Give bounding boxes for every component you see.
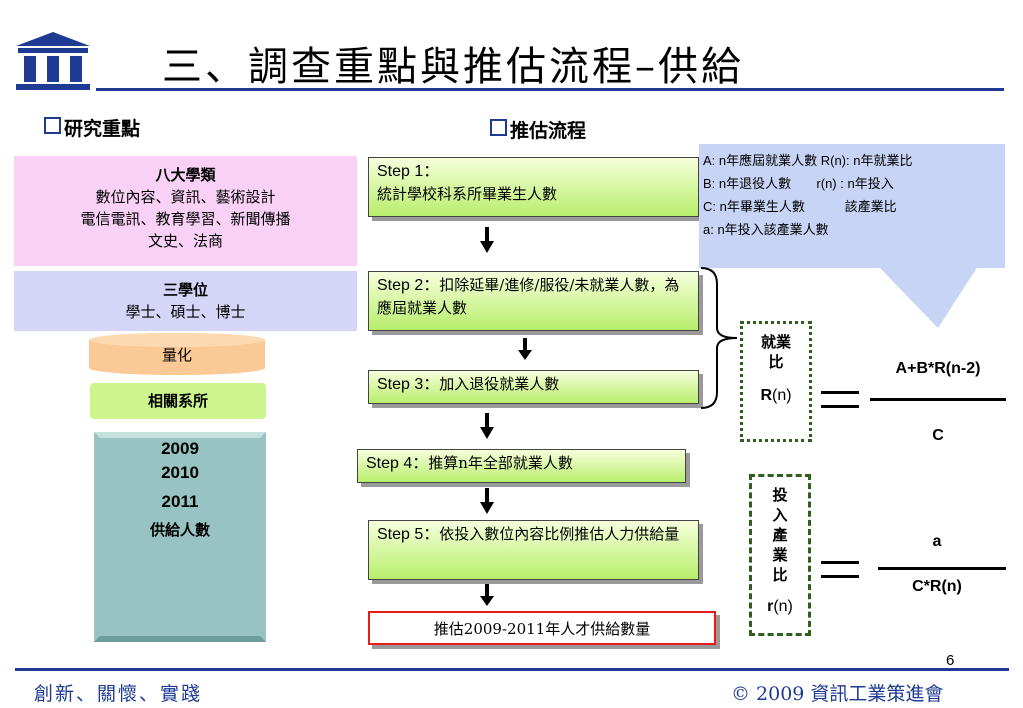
page-number: 6 — [946, 652, 955, 669]
quantify-label: 量化 — [161, 346, 192, 364]
formula-1-fraction-bar — [870, 398, 1006, 401]
legend-line: A: n年應屆就業人數 R(n): n年就業比 — [703, 153, 913, 168]
year-item: 2011 — [161, 492, 199, 511]
institute-logo-icon — [16, 32, 90, 90]
employment-ratio-char: 就業 — [760, 333, 791, 351]
down-arrow-icon — [480, 413, 494, 439]
step-2-text: 扣除延畢/進修/服役/未就業人數，為應屆就業人數 — [377, 276, 680, 317]
year-item: 2009 — [161, 439, 199, 458]
step-3-box: Step 3：加入退役就業人數 — [368, 370, 699, 404]
categories-line: 電信電訊、教育學習、新聞傳播 — [80, 210, 291, 228]
employment-ratio-box: 就業 比 R(n) — [740, 321, 812, 442]
eight-categories-box: 八大學類 數位內容、資訊、藝術設計 電信電訊、教育學習、新聞傳播 文史、法商 — [14, 156, 357, 266]
step-5-text: 依投入數位內容比例推估人力供給量 — [439, 525, 680, 543]
checkbox-bullet-icon — [490, 119, 507, 136]
formula-1-denominator: C — [932, 427, 944, 444]
estimation-flow-heading: 推估流程 — [490, 116, 586, 143]
footer-divider — [15, 668, 1009, 671]
footer-slogan: 創新、關懷、實踐 — [34, 683, 203, 705]
equals-sign — [821, 405, 859, 408]
step-1-box: Step 1： 統計學校科系所畢業生人數 — [368, 157, 699, 217]
formula-2-numerator: a — [932, 533, 942, 550]
equals-sign — [821, 575, 859, 578]
step-4-label: Step 4： — [366, 455, 429, 472]
industry-ratio-char: 比 — [772, 566, 788, 584]
years-list: 2009 2010 2011 供給人數 — [94, 437, 266, 542]
quantify-cylinder — [89, 333, 265, 375]
step-3-label: Step 3： — [377, 376, 440, 393]
research-focus-heading: 研究重點 — [44, 114, 140, 141]
formula-2-fraction-bar — [878, 567, 1006, 570]
result-box: 推估2009-2011年人才供給數量 — [368, 611, 716, 645]
legend-line: B: n年退役人數 r(n) : n年投入 — [703, 176, 894, 191]
related-departments-box: 相關系所 — [90, 383, 266, 419]
industry-ratio-char: 產 — [772, 526, 788, 544]
categories-title: 八大學類 — [155, 166, 216, 184]
step-2-label: Step 2： — [377, 277, 440, 294]
step-2-box: Step 2：扣除延畢/進修/服役/未就業人數，為應屆就業人數 — [368, 271, 699, 331]
step-5-label: Step 5： — [377, 526, 440, 543]
employment-ratio-char: 比 — [768, 353, 784, 371]
step-1-text: 統計學校科系所畢業生人數 — [377, 185, 558, 203]
legend-callout: A: n年應屆就業人數 R(n): n年就業比 B: n年退役人數 r(n) :… — [699, 144, 1005, 268]
industry-ratio-char: 業 — [772, 546, 788, 564]
step-4-box: Step 4：推算n年全部就業人數 — [357, 449, 686, 483]
supply-count-label: 供給人數 — [149, 521, 210, 539]
step-1-label: Step 1： — [377, 163, 440, 180]
down-arrow-icon — [518, 338, 532, 360]
employment-ratio-symbol: R(n) — [760, 387, 792, 404]
degrees-line: 學士、碩士、博士 — [125, 303, 246, 321]
equals-sign — [821, 561, 859, 564]
categories-line: 數位內容、資訊、藝術設計 — [95, 188, 276, 206]
three-degrees-box: 三學位 學士、碩士、博士 — [14, 271, 357, 331]
checkbox-bullet-icon — [44, 117, 61, 134]
brace-connector — [700, 267, 738, 409]
degrees-title: 三學位 — [162, 281, 208, 299]
industry-ratio-char: 入 — [772, 506, 788, 524]
equals-sign — [821, 391, 859, 394]
formula-1-numerator: A+B*R(n-2) — [895, 360, 981, 377]
down-arrow-icon — [480, 488, 494, 514]
page-title: 三、調查重點與推估流程–供給 — [162, 44, 744, 90]
step-5-box: Step 5：依投入數位內容比例推估人力供給量 — [368, 520, 699, 580]
title-divider — [96, 88, 1004, 91]
legend-line: a: n年投入該產業人數 — [703, 222, 829, 237]
footer-copyright: © 2009 資訊工業策進會 — [731, 683, 944, 705]
down-arrow-icon — [480, 227, 494, 253]
year-item: 2010 — [161, 463, 199, 482]
industry-ratio-symbol: r(n) — [767, 598, 793, 615]
callout-tail — [878, 266, 978, 328]
industry-ratio-char: 投 — [772, 486, 788, 504]
down-arrow-icon — [480, 584, 494, 606]
step-4-text: 推算n年全部就業人數 — [428, 454, 573, 472]
step-3-text: 加入退役就業人數 — [439, 375, 560, 393]
supply-count-box — [94, 432, 266, 642]
estimation-flow-label: 推估流程 — [510, 120, 587, 142]
categories-line: 文史、法商 — [147, 232, 223, 250]
formula-2-denominator: C*R(n) — [912, 578, 962, 595]
industry-ratio-box: 投 入 產 業 比 r(n) — [749, 474, 811, 636]
research-focus-label: 研究重點 — [64, 118, 141, 140]
legend-line: C: n年畢業生人數 該產業比 — [703, 199, 897, 214]
